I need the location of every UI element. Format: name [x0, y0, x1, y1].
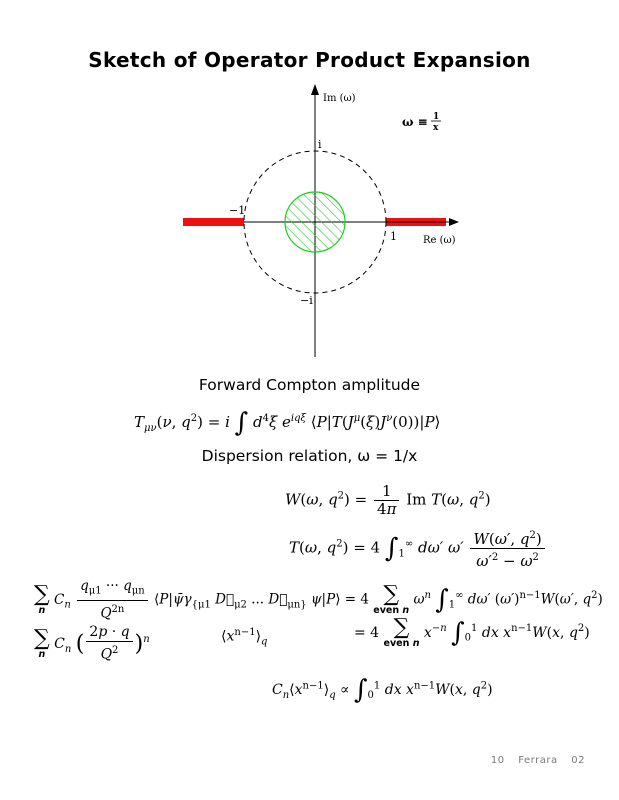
footer-page-number: 10	[490, 755, 505, 766]
omega-definition: ω ≡ 1 x	[402, 112, 441, 133]
section-heading-dispersion: Dispersion relation, ω = 1/x	[201, 447, 418, 465]
complex-plane-diagram: Im (ω) Re (ω) i −i −1 1 ω ≡ 1 x	[183, 84, 459, 357]
compton-amplitude-equation: Tμν(ν, q2) = i ∫ d4ξ eiqξ ⟨P|T(Jμ(ξ)Jν(0…	[134, 408, 441, 438]
slide-footer: 10 Ferrara 02	[481, 755, 585, 766]
real-axis-arrow	[449, 218, 459, 226]
left-branch-cut	[183, 218, 244, 226]
equation-T-dispersion: T(ω, q2) = 4 ∫1∞ dω′ ω′ W(ω′, q2)ω′2 − ω…	[289, 527, 547, 570]
convergence-disc	[284, 191, 346, 253]
re-axis-label: Re (ω)	[423, 235, 456, 246]
label-minus-i: −i	[300, 294, 313, 307]
section-heading-compton: Forward Compton amplitude	[198, 376, 421, 394]
label-i: i	[318, 138, 322, 151]
label-minus-one: −1	[229, 204, 245, 217]
svg-text:x: x	[433, 123, 439, 133]
svg-text:1: 1	[433, 112, 439, 122]
equation-ope-x-right: = 4 ∑even n x−n ∫01 dx xn−1W(x, q2)	[354, 615, 590, 649]
label-one: 1	[390, 230, 397, 243]
im-axis-label: Im (ω)	[323, 93, 356, 104]
equation-proportional: Cn⟨xn−1⟩q ∝ ∫01 dx xn−1W(x, q2)	[272, 675, 493, 705]
footer-author: Ferrara	[518, 755, 558, 766]
footer-number: 02	[571, 755, 585, 766]
page-title: Sketch of Operator Product Expansion	[88, 48, 531, 72]
imaginary-axis-arrow	[311, 84, 319, 95]
unit-circle	[243, 150, 387, 294]
svg-text:ω ≡: ω ≡	[402, 115, 428, 129]
equation-x-moment-label: ⟨xn−1⟩q	[221, 627, 268, 648]
